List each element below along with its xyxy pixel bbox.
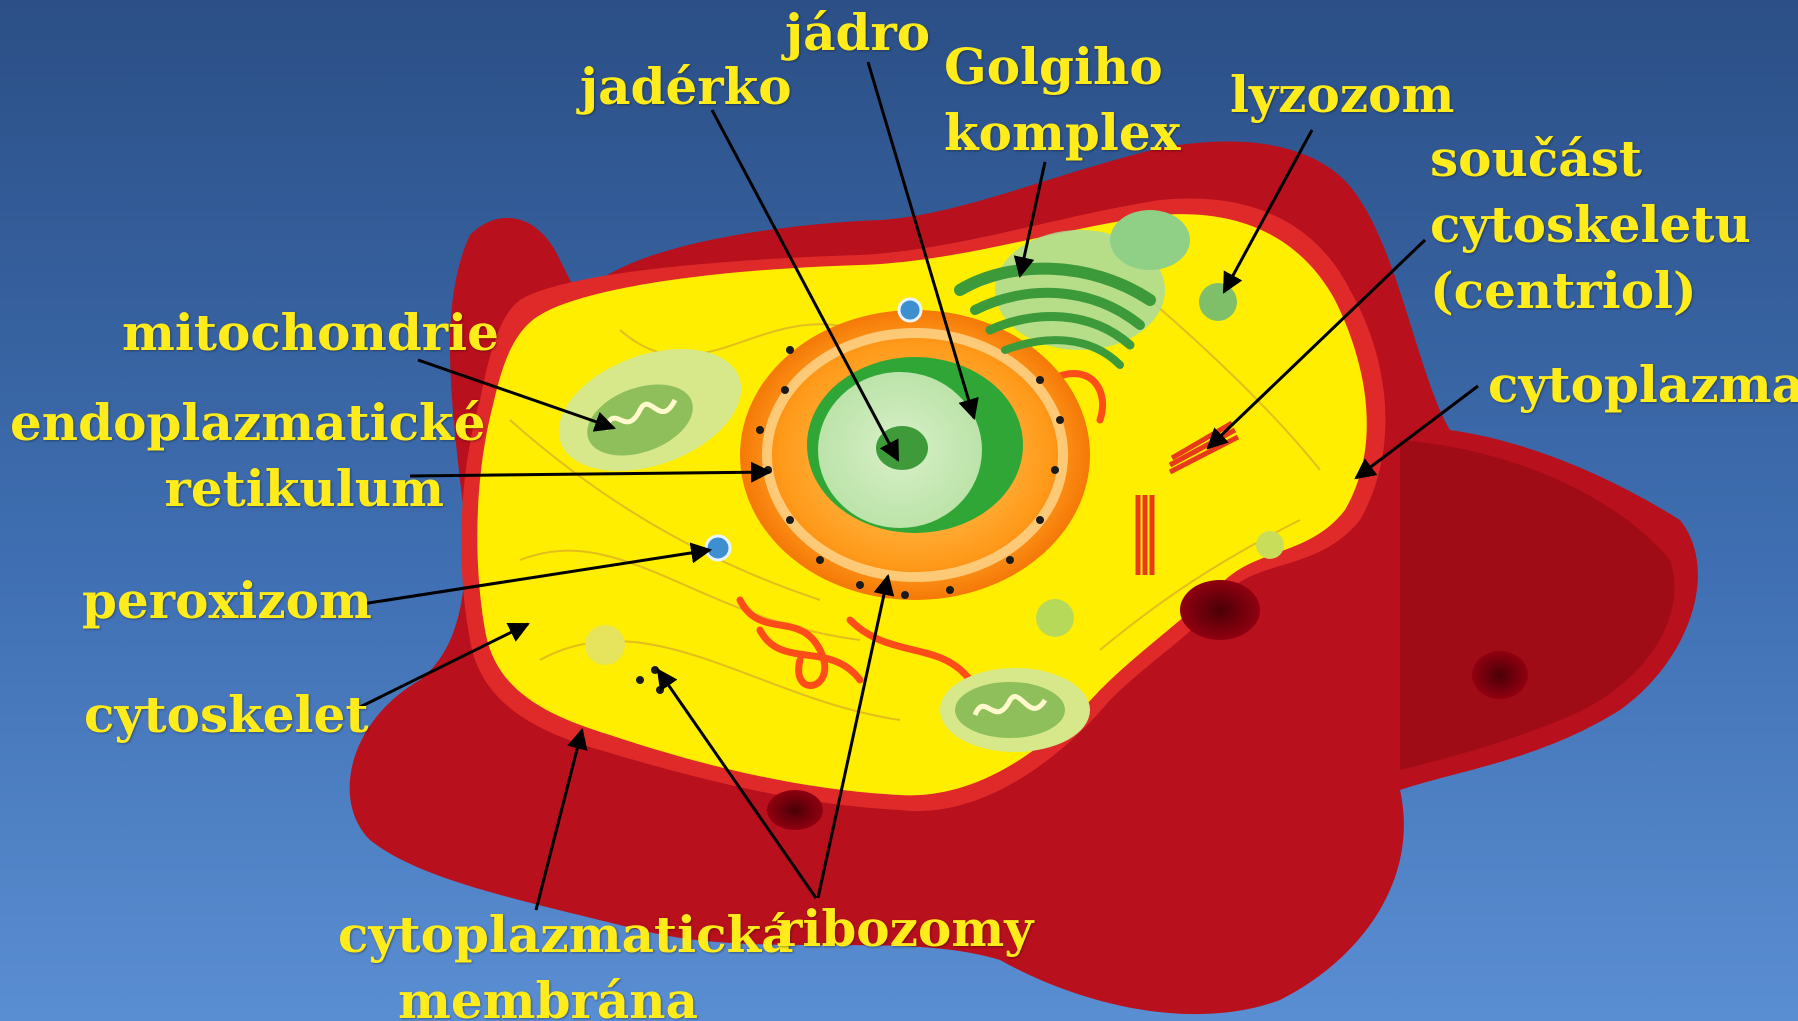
label-golgi: Golgiho komplex <box>944 34 1180 166</box>
label-cytoplazma: cytoplazma <box>1488 352 1798 418</box>
label-peroxizom: peroxizom <box>82 568 372 634</box>
label-centriol-line2: cytoskeletu <box>1430 192 1751 258</box>
mitochondrion <box>940 668 1090 752</box>
membrane-pore <box>1472 651 1528 699</box>
label-membrana-line2: membrána <box>338 968 758 1021</box>
label-mitochondrie-text: mitochondrie <box>122 300 499 366</box>
label-cytoplazma-text: cytoplazma <box>1488 352 1798 418</box>
lysosome <box>1199 283 1237 321</box>
peroxisome <box>899 299 921 321</box>
label-jaderko-text: jadérko <box>580 54 792 120</box>
membrane-pore <box>767 790 823 830</box>
label-cytoskelet: cytoskelet <box>84 682 368 748</box>
vesicle <box>1036 599 1074 637</box>
label-er: endoplazmatické retikulum <box>10 390 444 522</box>
label-er-line1: endoplazmatické <box>10 390 444 456</box>
membrane-pore <box>1180 580 1260 640</box>
label-cytoskelet-text: cytoskelet <box>84 682 368 748</box>
label-jadro-text: jádro <box>785 0 930 66</box>
label-lyzozom-text: lyzozom <box>1230 62 1454 128</box>
label-centriol: součást cytoskeletu (centriol) <box>1430 126 1751 324</box>
label-mitochondrie: mitochondrie <box>122 300 499 366</box>
label-membrana: cytoplazmatická membrána <box>338 902 758 1021</box>
label-golgi-line1: Golgiho <box>944 34 1180 100</box>
label-ribozomy: ribozomy <box>776 896 1033 962</box>
label-centriol-line3: (centriol) <box>1430 258 1751 324</box>
label-golgi-line2: komplex <box>944 100 1180 166</box>
vesicle <box>585 625 625 665</box>
vesicle <box>1256 531 1284 559</box>
label-jadro: jádro <box>785 0 930 66</box>
label-lyzozom: lyzozom <box>1230 62 1454 128</box>
label-er-line2: retikulum <box>10 456 444 522</box>
peroxisome <box>706 536 730 560</box>
label-jaderko: jadérko <box>580 54 792 120</box>
cell-membrane-shadow <box>1400 440 1674 770</box>
label-membrana-line1: cytoplazmatická <box>338 902 758 968</box>
label-ribozomy-text: ribozomy <box>776 896 1033 962</box>
label-peroxizom-text: peroxizom <box>82 568 372 634</box>
label-centriol-line1: součást <box>1430 126 1751 192</box>
